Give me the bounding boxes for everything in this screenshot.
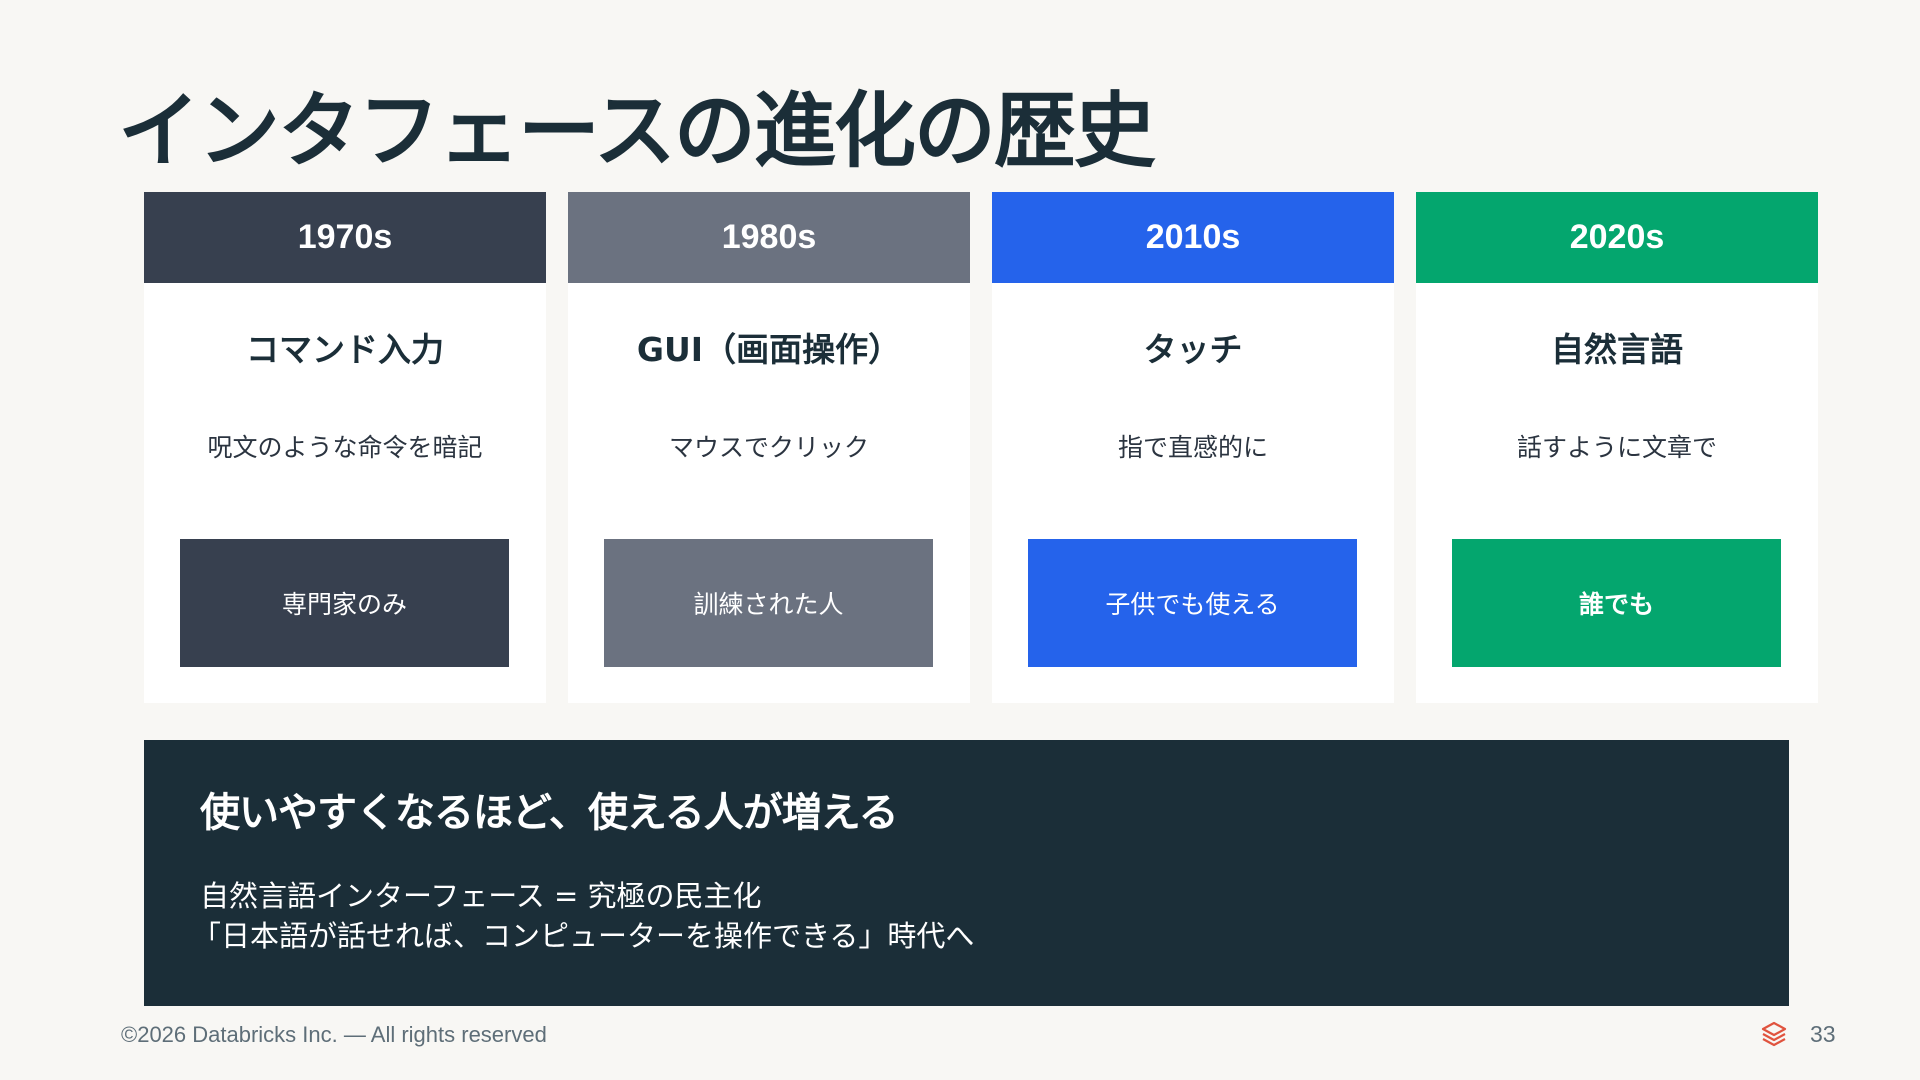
- era-audience-badge: 誰でも: [1452, 539, 1781, 667]
- era-audience-badge: 専門家のみ: [180, 539, 509, 667]
- era-description: マウスでクリック: [668, 433, 869, 462]
- summary-heading: 使いやすくなるほど、使える人が増える: [200, 790, 899, 836]
- era-year-header: 2010s: [992, 192, 1394, 283]
- era-audience-badge: 子供でも使える: [1028, 539, 1357, 667]
- era-description: 話すように文章で: [1516, 433, 1717, 462]
- era-audience-badge: 訓練された人: [604, 539, 933, 667]
- era-interface-name: GUI（画面操作）: [636, 330, 902, 369]
- era-card-1980s: 1980s GUI（画面操作） マウスでクリック 訓練された人: [568, 192, 970, 703]
- footer-copyright: ©2026 Databricks Inc. — All rights reser…: [121, 1022, 547, 1047]
- era-year-header: 2020s: [1416, 192, 1818, 283]
- era-interface-name: タッチ: [1143, 330, 1243, 369]
- era-description: 指で直感的に: [1117, 433, 1268, 462]
- era-year-header: 1980s: [568, 192, 970, 283]
- summary-line-1: 自然言語インターフェース = 究極の民主化: [200, 879, 762, 913]
- databricks-logo-icon: [1761, 1021, 1787, 1047]
- summary-line-2: 「日本語が話せれば、コンピューターを操作できる」時代へ: [192, 919, 975, 953]
- era-interface-name: コマンド入力: [246, 330, 444, 369]
- summary-box: 使いやすくなるほど、使える人が増える 自然言語インターフェース = 究極の民主化…: [144, 740, 1789, 1006]
- era-card-2020s: 2020s 自然言語 話すように文章で 誰でも: [1416, 192, 1818, 703]
- era-card-1970s: 1970s コマンド入力 呪文のような命令を暗記 専門家のみ: [144, 192, 546, 703]
- slide-title: インタフェースの進化の歴史: [118, 84, 1156, 179]
- era-interface-name: 自然言語: [1551, 330, 1683, 369]
- era-year-header: 1970s: [144, 192, 546, 283]
- era-description: 呪文のような命令を暗記: [207, 433, 483, 462]
- era-card-2010s: 2010s タッチ 指で直感的に 子供でも使える: [992, 192, 1394, 703]
- page-number: 33: [1810, 1021, 1836, 1047]
